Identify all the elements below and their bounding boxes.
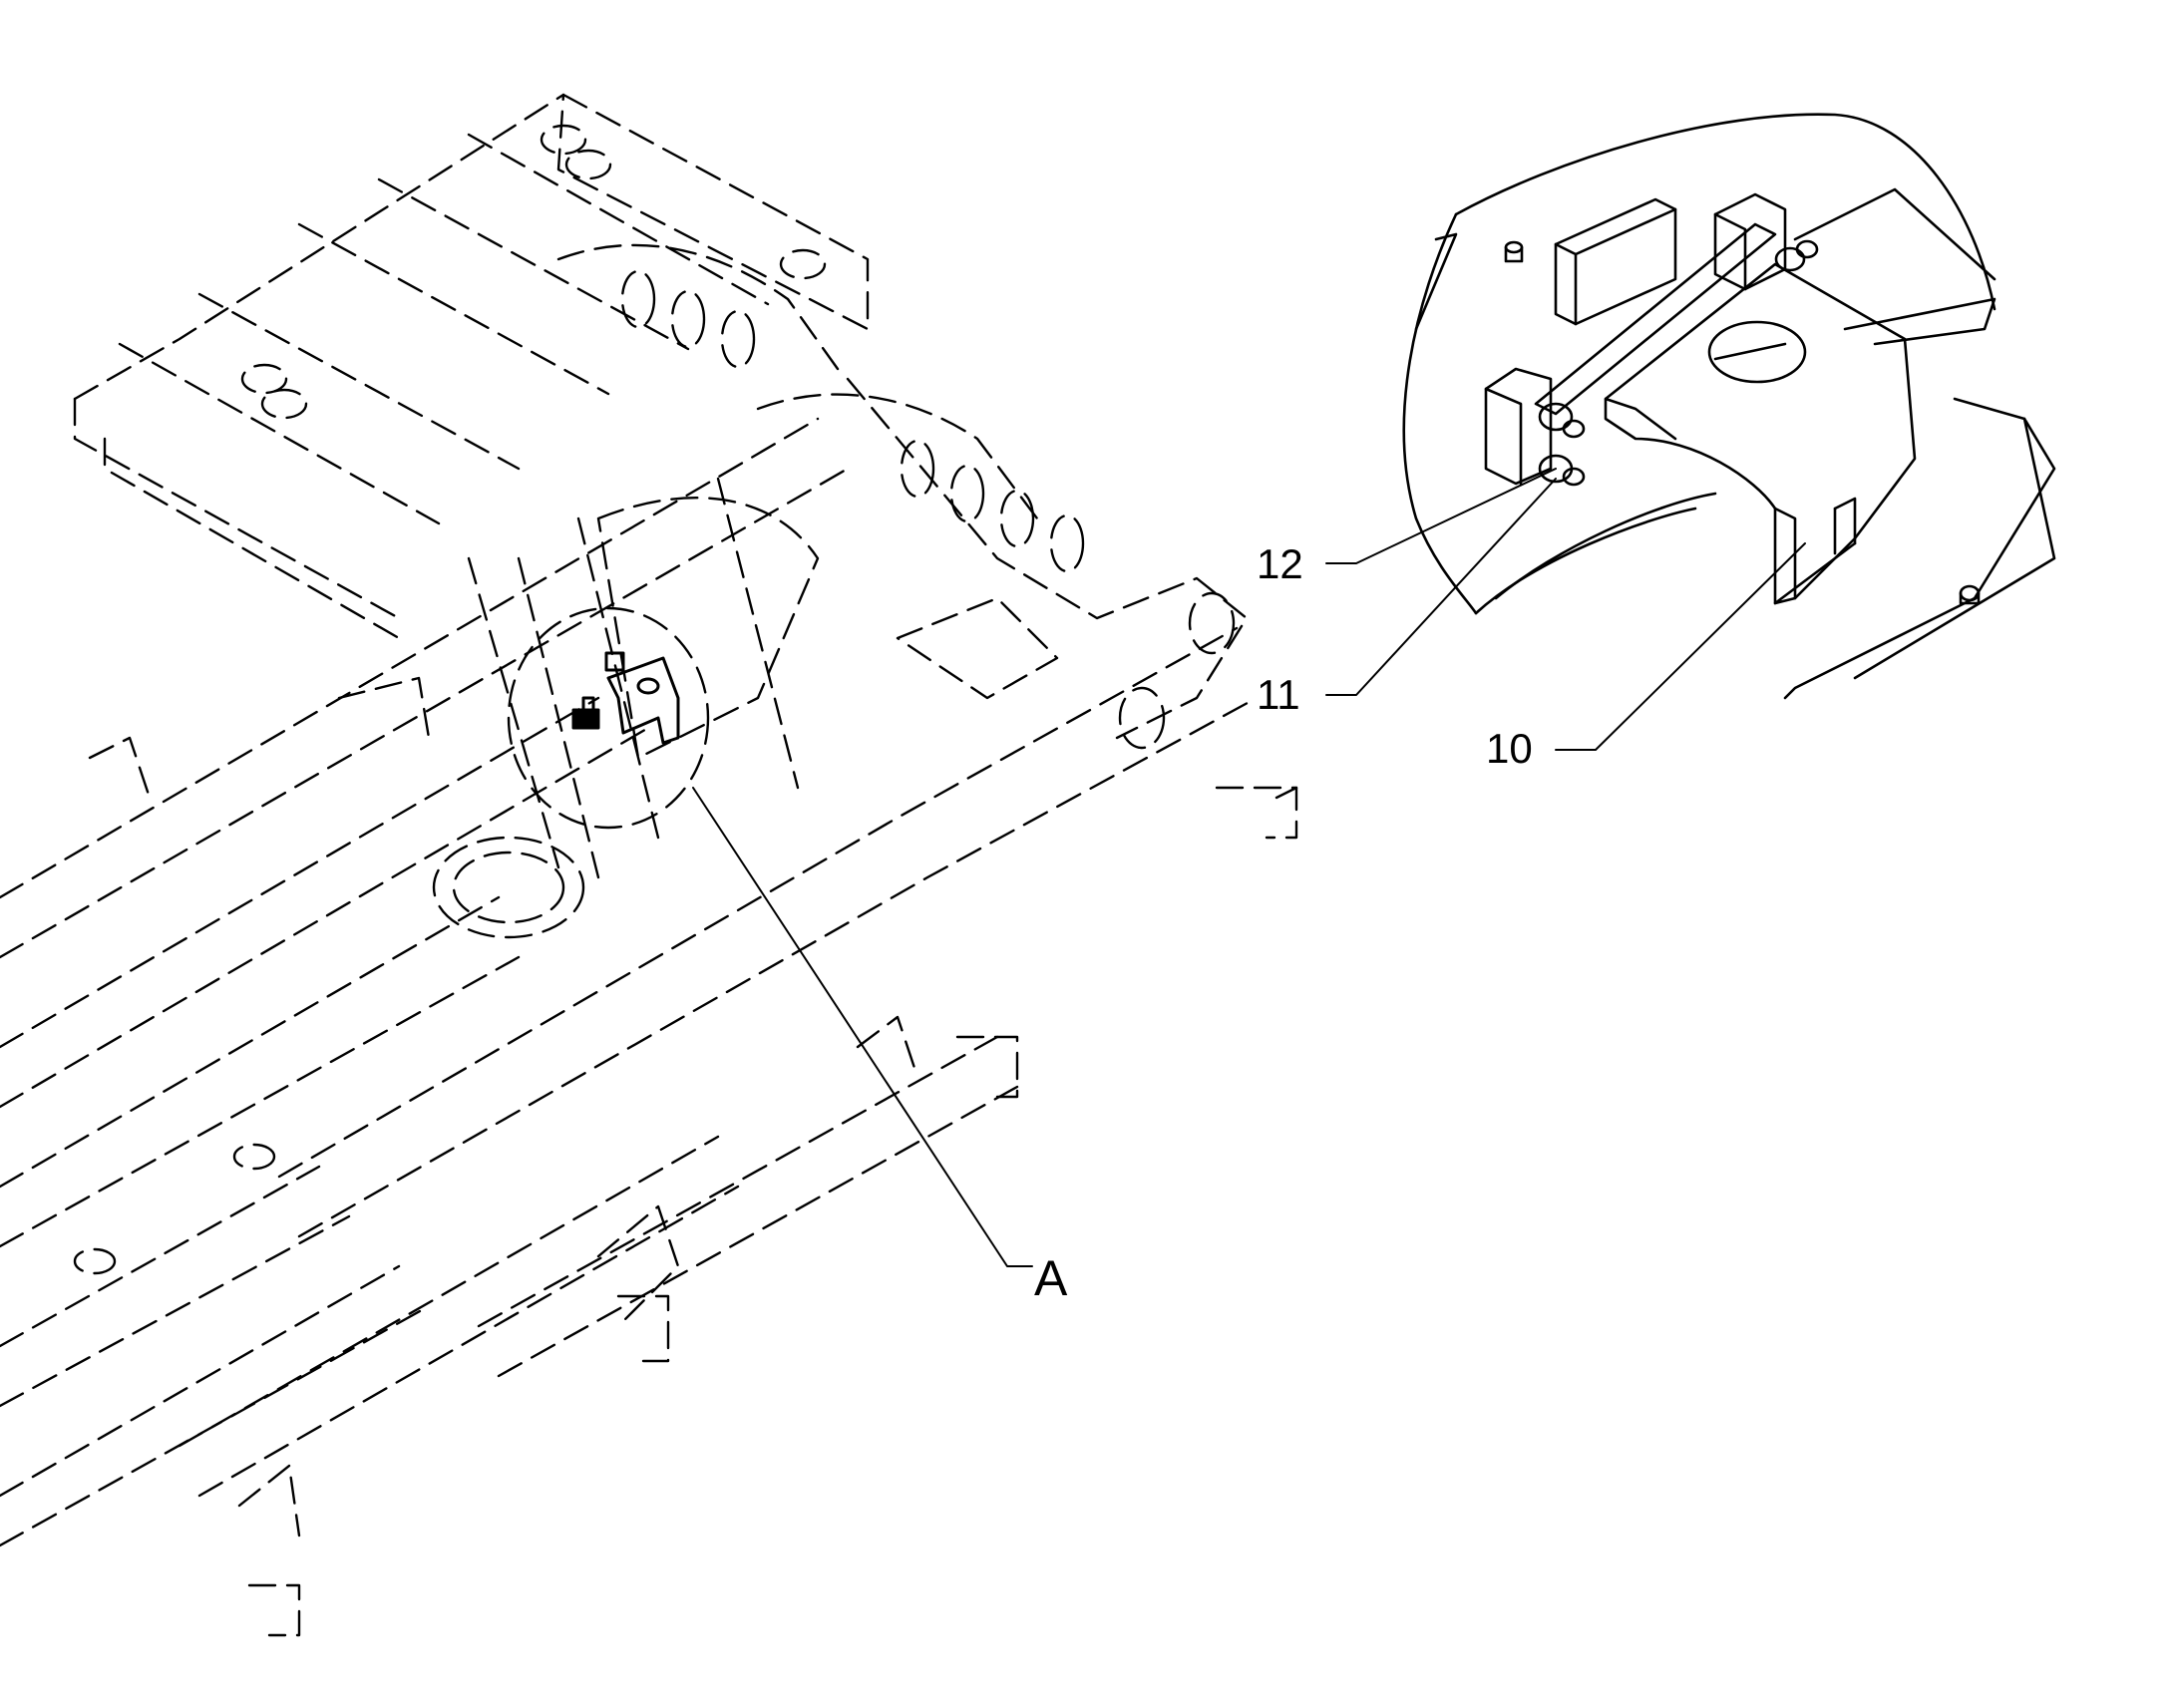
enlarged-detail-view <box>1402 113 2056 700</box>
callout-leaders <box>1325 468 1806 751</box>
callout-10: 10 <box>1486 725 1533 772</box>
detail-a-region <box>507 606 710 830</box>
callout-detail-a: A <box>1034 1250 1068 1306</box>
leader-10 <box>1555 542 1806 751</box>
chassis-frame-phantom <box>0 93 1298 1637</box>
callout-12: 12 <box>1257 540 1303 587</box>
detail-a-leader <box>692 787 1033 1267</box>
leader-12 <box>1325 468 1557 564</box>
callout-11: 11 <box>1257 671 1300 718</box>
leader-11 <box>1325 478 1557 696</box>
